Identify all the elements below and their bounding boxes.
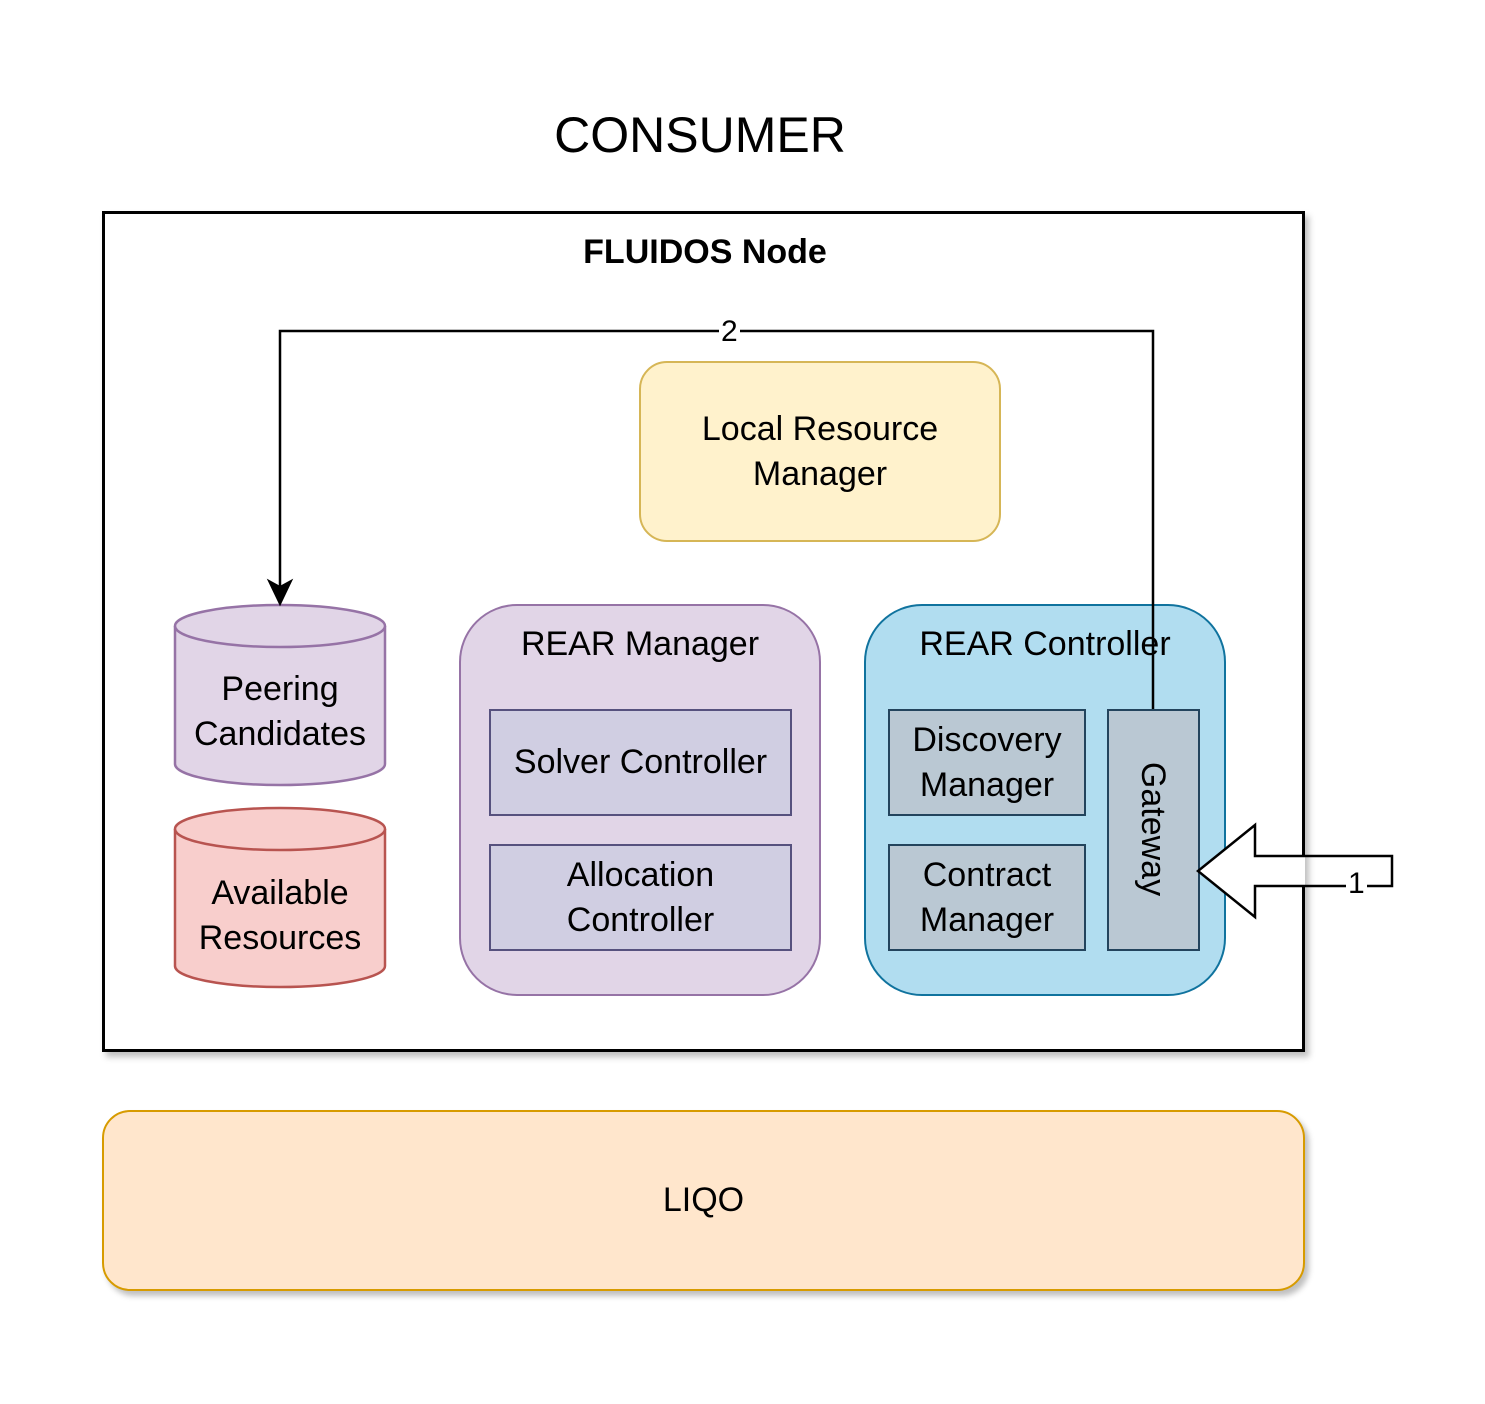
diagram-title: CONSUMER bbox=[554, 107, 846, 163]
rear-controller-title: REAR Controller bbox=[919, 624, 1171, 663]
available-resources-cylinder bbox=[173, 806, 387, 989]
edge-label-step-2: 2 bbox=[719, 315, 740, 348]
local-resource-manager-box: Local Resource Manager bbox=[639, 361, 1001, 542]
rear-manager-title: REAR Manager bbox=[520, 624, 760, 663]
edge-gateway-to-peering-candidates bbox=[266, 329, 1155, 709]
available-resources-label: Available Resources bbox=[198, 874, 362, 957]
discovery-manager-box: Discovery Manager bbox=[888, 709, 1086, 816]
peering-candidates-label: Peering Candidates bbox=[194, 670, 367, 753]
solver-controller-box: Solver Controller bbox=[489, 709, 792, 816]
allocation-controller-box: Allocation Controller bbox=[489, 844, 792, 951]
gateway-box bbox=[1107, 709, 1200, 951]
fluidos-node-title: FLUIDOS Node bbox=[583, 232, 827, 271]
edge-label-step-1: 1 bbox=[1346, 867, 1367, 900]
peering-candidates-cylinder bbox=[173, 603, 387, 787]
contract-manager-box: Contract Manager bbox=[888, 844, 1086, 951]
liqo-layer: LIQO bbox=[102, 1110, 1305, 1291]
